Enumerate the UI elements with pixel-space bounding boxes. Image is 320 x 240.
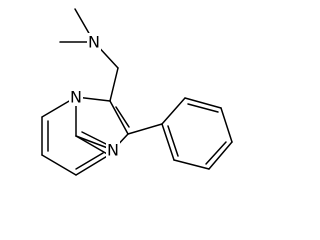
ring-nitrogen-background (106, 141, 120, 159)
bond-c7-c8-double (75, 152, 104, 170)
chemical-structure-diagram: N N N (41, 8, 233, 176)
bond-ch2-c3 (109, 67, 119, 102)
bond-c7-c8 (75, 154, 110, 176)
bond-ph-4-5 (208, 141, 233, 170)
bond-ph-6-1 (161, 123, 175, 161)
bond-ph-4-5-double (205, 141, 227, 165)
amine-nitrogen-label: N (88, 33, 100, 52)
bond-c6-c7 (41, 154, 77, 176)
bond-ph-2-3-double (187, 103, 219, 113)
bridgehead-nitrogen-background (69, 88, 83, 106)
bond-c8-c8a (75, 135, 110, 156)
bond-ph-5-6 (173, 159, 210, 170)
bond-c2-phenyl (127, 123, 163, 135)
bond-c3-c2 (109, 100, 129, 135)
bond-ph-2-3 (184, 97, 222, 109)
bond-c3-c2-double (115, 106, 130, 128)
bond-n1-c8a-double (81, 131, 107, 145)
bond-ph-6-1-double (167, 125, 179, 157)
amine-nitrogen-background (87, 33, 101, 51)
bond-ph-3-4 (220, 107, 233, 143)
bridgehead-nitrogen-label: N (70, 88, 82, 107)
bond-ph-1-2 (161, 97, 186, 125)
ring-nitrogen-label: N (107, 141, 119, 160)
